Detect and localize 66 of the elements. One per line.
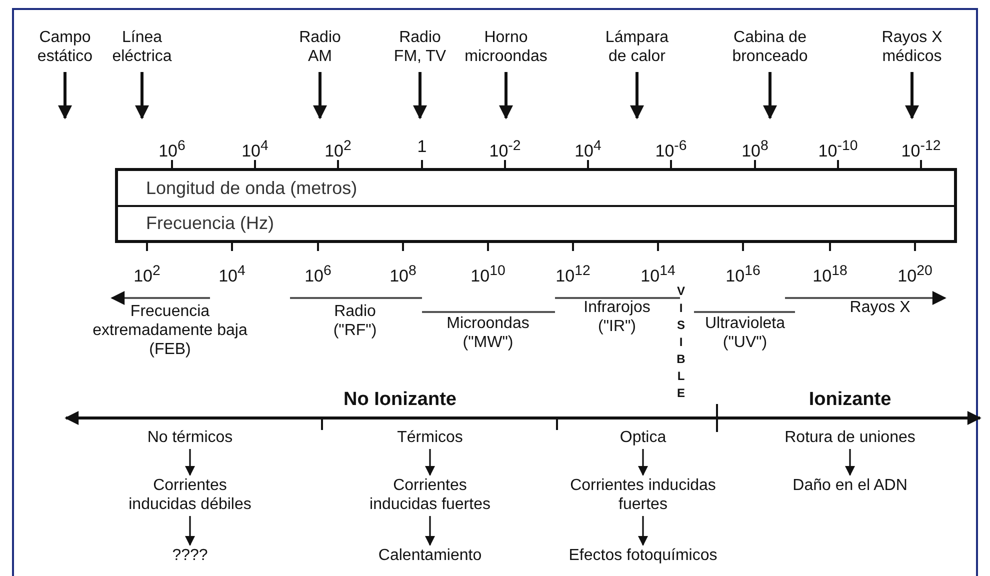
source-label: Cabina de bronceado <box>712 28 828 66</box>
effect-label: Corrientes inducidas débiles <box>119 476 261 514</box>
band-label: Frecuencia extremadamente baja (FEB) <box>92 302 248 359</box>
scale-box <box>115 168 957 243</box>
source-label: Horno microondas <box>451 28 561 66</box>
arrow <box>313 72 327 120</box>
source-label: Radio AM <box>294 28 346 66</box>
band-label: Radio ("RF") <box>332 302 378 340</box>
arrow <box>845 449 855 476</box>
band-label: Infrarojos ("IR") <box>582 298 652 336</box>
effect-label: Calentamiento <box>378 546 482 565</box>
frequency-tick-label: 10$^{6}$ <box>304 262 332 286</box>
effect-label: Rotura de uniones <box>784 428 916 447</box>
band-label: VISIBLE <box>675 284 687 403</box>
frequency-tick-label: 10$^{2}$ <box>134 262 160 286</box>
arrow <box>413 72 427 120</box>
wavelength-tick-label: 10$^{4}$ <box>242 137 268 161</box>
arrow <box>763 72 777 120</box>
scale-caption: Longitud de onda (metros) <box>146 177 358 199</box>
wavelength-tick-label: 10$^{-6}$ <box>655 137 687 161</box>
frequency-tick-label: 10$^{8}$ <box>390 262 416 286</box>
wavelength-tick-label: 1 <box>417 137 427 156</box>
scale-caption: Frecuencia (Hz) <box>146 212 274 234</box>
arrow <box>905 72 919 120</box>
arrow <box>638 449 648 476</box>
frequency-tick-label: 10$^{14}$ <box>640 262 676 286</box>
band-label: Ultravioleta ("UV") <box>704 314 786 352</box>
effect-label: Efectos fotoquímicos <box>568 546 718 565</box>
effect-label: No térmicos <box>147 428 233 447</box>
arrow <box>499 72 513 120</box>
region-label: Ionizante <box>808 390 892 409</box>
arrow <box>638 516 648 546</box>
wavelength-tick-label: 10$^{-12}$ <box>901 137 941 161</box>
arrow <box>425 516 435 546</box>
frequency-tick-label: 10$^{10}$ <box>470 262 506 286</box>
region-label: No Ionizante <box>344 390 456 409</box>
effect-label: Corrientes inducidas fuertes <box>554 476 732 514</box>
frequency-tick-label: 10$^{18}$ <box>812 262 848 286</box>
source-label: Lámpara de calor <box>598 28 676 66</box>
source-label: Rayos X médicos <box>871 28 953 66</box>
wavelength-tick-label: 10$^{2}$ <box>324 137 352 161</box>
effect-label: Optica <box>620 428 666 447</box>
frequency-tick-label: 10$^{16}$ <box>726 262 760 286</box>
arrow <box>185 449 195 476</box>
arrow <box>185 516 195 546</box>
source-label: Radio FM, TV <box>389 28 451 66</box>
wavelength-tick-label: 10$^{-10}$ <box>818 137 858 161</box>
wavelength-tick-label: 10$^{6}$ <box>158 137 186 161</box>
frequency-tick-label: 10$^{4}$ <box>218 262 246 286</box>
arrow <box>135 72 149 120</box>
arrow <box>58 72 72 120</box>
effect-label: Corrientes inducidas fuertes <box>359 476 501 514</box>
effect-label: Térmicos <box>397 428 463 447</box>
effect-label: ???? <box>172 546 208 565</box>
band-label: Microondas ("MW") <box>446 314 530 352</box>
source-label: Línea eléctrica <box>102 28 182 66</box>
wavelength-tick-label: 10$^{8}$ <box>742 137 768 161</box>
band-label: Rayos X <box>850 298 910 317</box>
frequency-tick-label: 10$^{12}$ <box>556 262 590 286</box>
arrow <box>425 449 435 476</box>
frequency-tick-label: 10$^{20}$ <box>898 262 932 286</box>
wavelength-tick-label: 10$^{-2}$ <box>489 137 521 161</box>
effect-label: Daño en el ADN <box>792 476 908 495</box>
wavelength-tick-label: 10$^{4}$ <box>574 137 602 161</box>
source-label: Campo estático <box>29 28 101 66</box>
arrow <box>630 72 644 120</box>
